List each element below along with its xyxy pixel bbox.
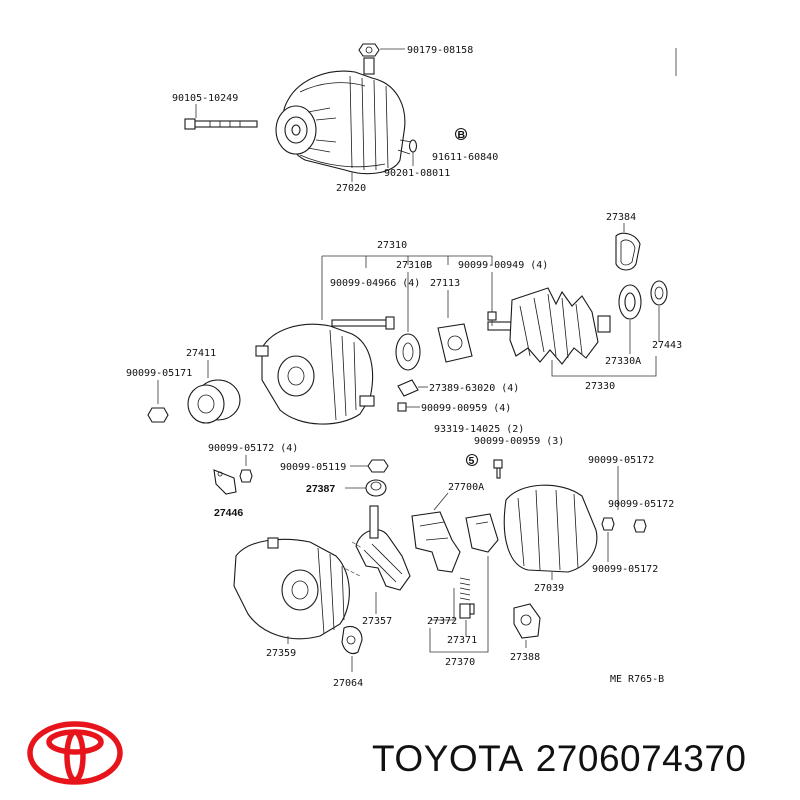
label-27330: 27330 [585,381,615,392]
label-27411: 27411 [186,348,216,359]
label-27370: 27370 [445,657,475,668]
label-27310B: 27310B [396,260,432,271]
long-bolt-90105-10249 [184,118,258,130]
label-93319-14025: 93319-14025 (2) [434,424,524,435]
rectifier-27357 [355,505,411,591]
spring-27372 [459,577,471,601]
label-90099-00959-b: 90099-00959 (3) [474,436,564,447]
nut-05172-r1 [601,517,615,531]
label-27330A: 27330A [605,356,641,367]
bolt-90179-08158 [358,43,380,57]
label-27384: 27384 [606,212,636,223]
brush-27371 [459,603,475,619]
label-27388: 27388 [510,652,540,663]
screw-00959-b [493,459,503,479]
diagram-reference-code: ME R765-B [610,674,664,685]
label-27359: 27359 [266,648,296,659]
part-number: 2706074370 [535,738,747,779]
screw-00949 [487,311,497,321]
alternator-assembly [275,57,413,175]
brand-name: TOYOTA [372,738,524,779]
label-27310: 27310 [377,240,407,251]
label-90099-05172-4: 90099-05172 (4) [208,443,298,454]
label-90099-00959-a: 90099-00959 (4) [421,403,511,414]
label-90105-10249: 90105-10249 [172,93,238,104]
rubber-ring-27384 [615,232,641,271]
label-27113: 27113 [430,278,460,289]
label-27372: 27372 [427,616,457,627]
regulator-27700a [411,511,461,573]
terminal-insulator-27387 [365,479,387,497]
terminal-plate-27446 [213,469,237,495]
label-27446: 27446 [214,507,243,519]
label-27700A: 27700A [448,482,484,493]
through-bolt [331,316,395,330]
brush-holder-27370 [465,513,499,553]
badge-5-icon: 5 [465,453,479,467]
label-27020: 27020 [336,183,366,194]
terminal-cover-27388 [513,603,541,639]
bearing-front [395,333,421,371]
svg-text:5: 5 [469,455,475,467]
label-90099-05172-r3: 90099-05172 [592,564,658,575]
nut-05172-r2 [633,519,647,533]
label-90179-08158: 90179-08158 [407,45,473,56]
brand-part-number: TOYOTA 2706074370 [372,738,759,780]
drive-end-frame [255,323,375,425]
label-27443: 27443 [652,340,682,351]
rear-cover-27039 [503,484,598,573]
label-90099-00949: 90099-00949 (4) [458,260,548,271]
label-90099-04966: 90099-04966 (4) [330,278,420,289]
bearing-27330a [618,284,642,320]
label-27357: 27357 [362,616,392,627]
rotor-27330 [487,287,611,365]
label-27371: 27371 [447,635,477,646]
bearing-cover-27443 [650,280,668,306]
label-91611-60840: 91611-60840 [432,152,498,163]
retainer-plate-27113 [437,323,473,363]
label-27387: 27387 [306,483,335,495]
insulator-27389 [397,379,419,397]
screw-00959 [397,402,407,412]
label-90099-05172-r1: 90099-05172 [588,455,654,466]
label-90099-05172-r2: 90099-05172 [608,499,674,510]
rear-frame-27359 [233,537,350,640]
pulley-27411 [187,379,241,424]
nut-05172 [239,469,253,483]
label-90099-05119: 90099-05119 [280,462,346,473]
seal-27064 [341,625,363,655]
nut-90099-05171 [147,407,169,423]
badge-b-icon: B [454,127,468,141]
label-27389-63020: 27389-63020 (4) [429,383,519,394]
label-27064: 27064 [333,678,363,689]
label-90201-08011: 90201-08011 [384,168,450,179]
label-90099-05171: 90099-05171 [126,368,192,379]
nut-90099-05119 [367,459,389,473]
toyota-logo-icon [27,721,123,785]
label-27039: 27039 [534,583,564,594]
svg-text:B: B [458,129,466,141]
